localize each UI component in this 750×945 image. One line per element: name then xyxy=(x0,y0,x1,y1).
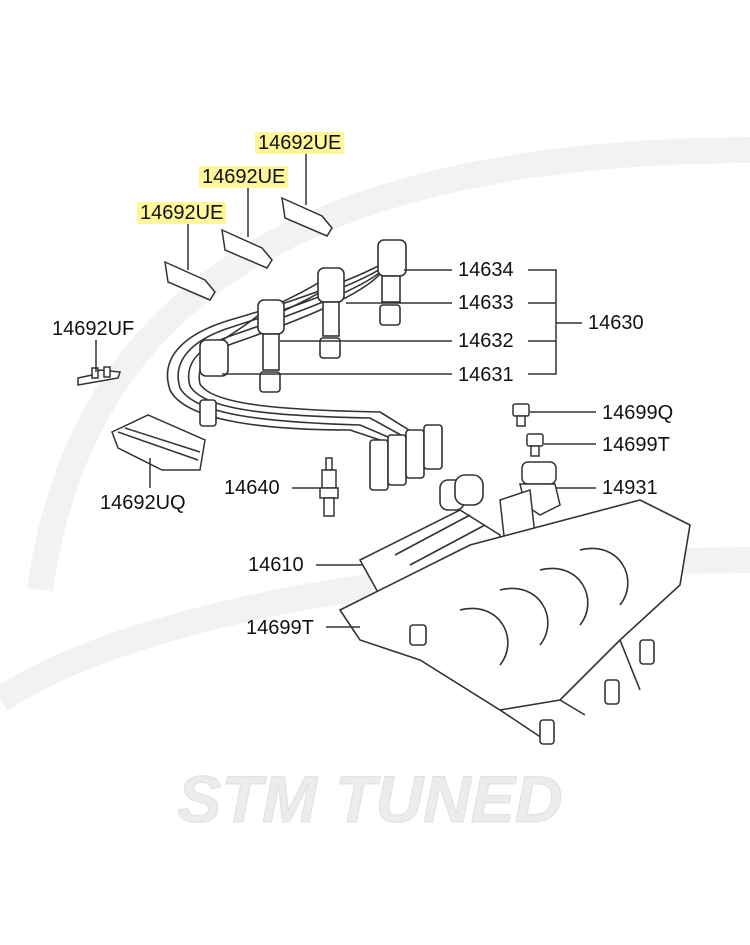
label-clip-2: 14692UE xyxy=(199,166,289,188)
label-bracket-uf: 14692UF xyxy=(52,318,135,340)
label-bolt-t-lower: 14699T xyxy=(246,617,314,639)
label-ignition-coil: 14610 xyxy=(248,554,304,576)
leader-lines xyxy=(95,152,596,628)
label-bolt-t-upper: 14699T xyxy=(602,434,670,456)
label-bolt-q: 14699Q xyxy=(602,402,674,424)
intake-manifold-drawing xyxy=(338,499,691,745)
cable-clips xyxy=(164,196,333,301)
label-sensor: 14931 xyxy=(602,477,658,499)
label-cable-cyl4: 14634 xyxy=(458,259,514,281)
watermark-text: STM TUNED xyxy=(178,762,563,836)
spark-plug-drawing xyxy=(319,457,339,517)
label-holder-uq: 14692UQ xyxy=(100,492,186,514)
label-cable-cyl3: 14633 xyxy=(458,292,514,314)
label-cable-set: 14630 xyxy=(588,312,644,334)
cable-boots xyxy=(199,239,407,427)
bracket-uf xyxy=(77,366,122,386)
holder-uq xyxy=(111,414,206,471)
label-clip-1: 14692UE xyxy=(255,132,345,154)
label-cable-cyl2: 14632 xyxy=(458,330,514,352)
label-clip-3: 14692UE xyxy=(137,202,227,224)
cable-end-connectors xyxy=(369,424,443,491)
label-cable-cyl1: 14631 xyxy=(458,364,514,386)
label-spark-plug: 14640 xyxy=(224,477,280,499)
